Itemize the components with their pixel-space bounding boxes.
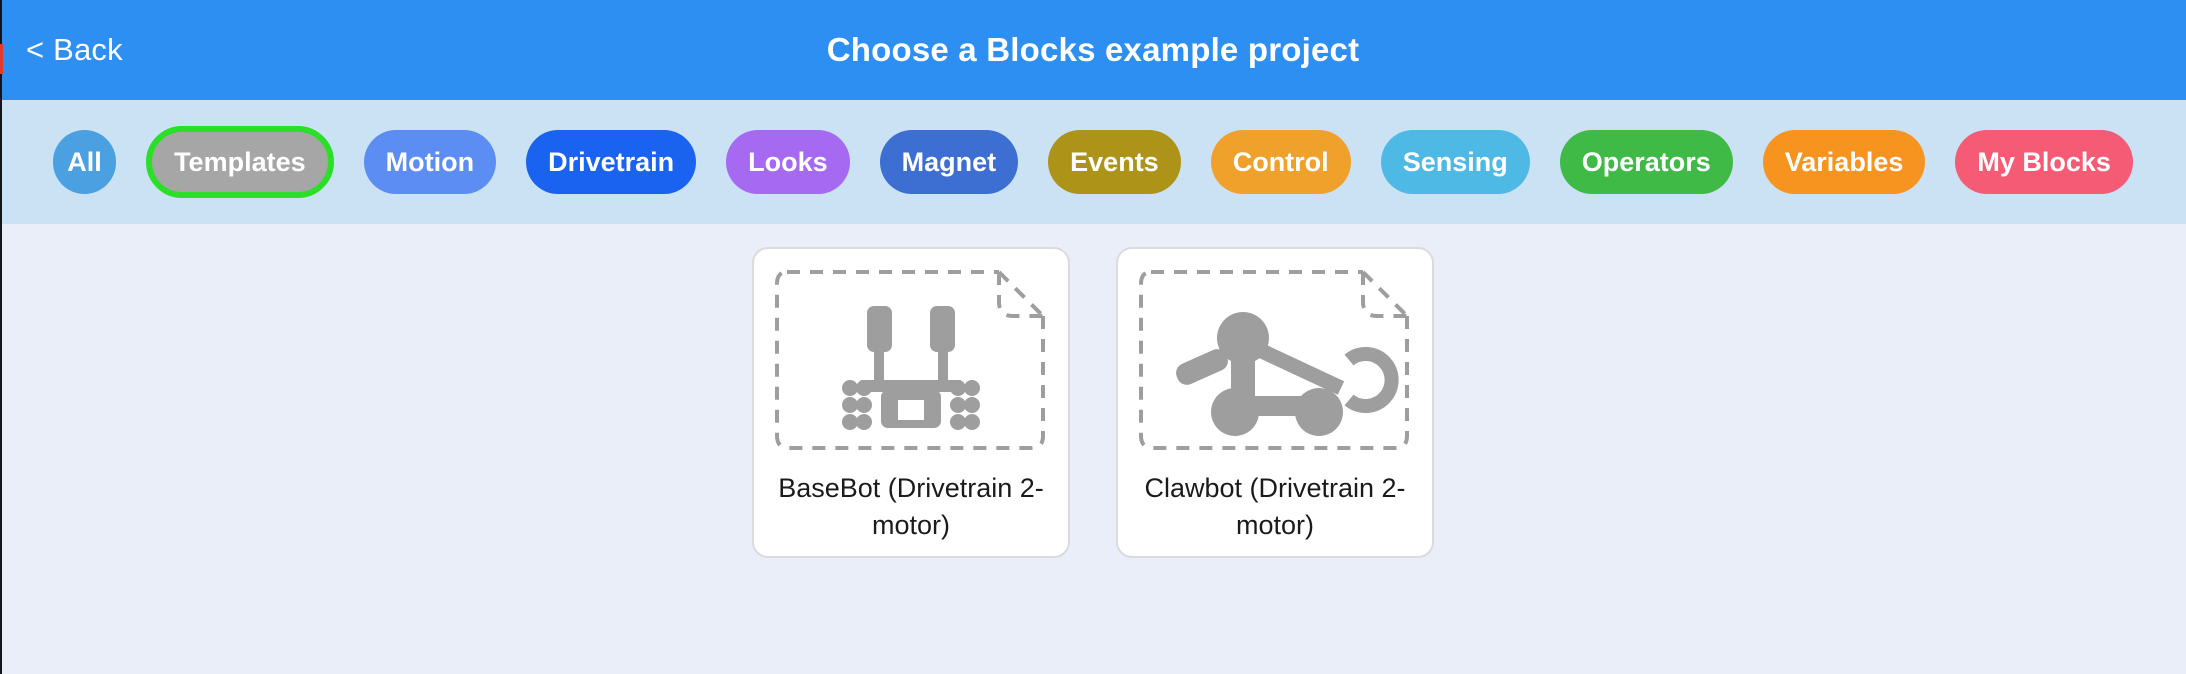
filter-pill-sensing[interactable]: Sensing [1380,130,1530,194]
filter-pill-drivetrain[interactable]: Drivetrain [526,130,697,194]
window-left-edge [0,0,2,674]
filter-pill-my-blocks[interactable]: My Blocks [1955,130,2133,194]
category-filter-bar: All Templates Motion Drivetrain Looks Ma… [0,100,2186,224]
filter-pill-templates[interactable]: Templates [146,126,334,198]
project-card-label: Clawbot (Drivetrain 2-motor) [1144,473,1406,540]
filter-pill-motion[interactable]: Motion [363,130,497,194]
filter-pill-operators[interactable]: Operators [1559,130,1733,194]
window-edge-red-artifact [0,44,3,74]
project-card-clawbot[interactable]: Clawbot (Drivetrain 2-motor) [1116,247,1434,558]
project-card-label: BaseBot (Drivetrain 2-motor) [778,473,1044,540]
filter-pill-magnet[interactable]: Magnet [879,130,1019,194]
basebot-icon [775,270,1045,450]
filter-pill-all[interactable]: All [53,130,117,194]
project-card-basebot[interactable]: BaseBot (Drivetrain 2-motor) [752,247,1070,558]
filter-pill-variables[interactable]: Variables [1762,130,1926,194]
filter-pill-control[interactable]: Control [1210,130,1351,194]
dialog-title: Choose a Blocks example project [826,31,1360,68]
filter-pill-events[interactable]: Events [1048,130,1181,194]
back-button[interactable]: < Back [26,32,123,67]
clawbot-icon [1139,270,1409,450]
dialog-header: < Back Choose a Blocks example project [0,0,2186,100]
filter-pill-looks[interactable]: Looks [726,130,850,194]
project-card-grid: BaseBot (Drivetrain 2-motor) [0,224,2186,674]
